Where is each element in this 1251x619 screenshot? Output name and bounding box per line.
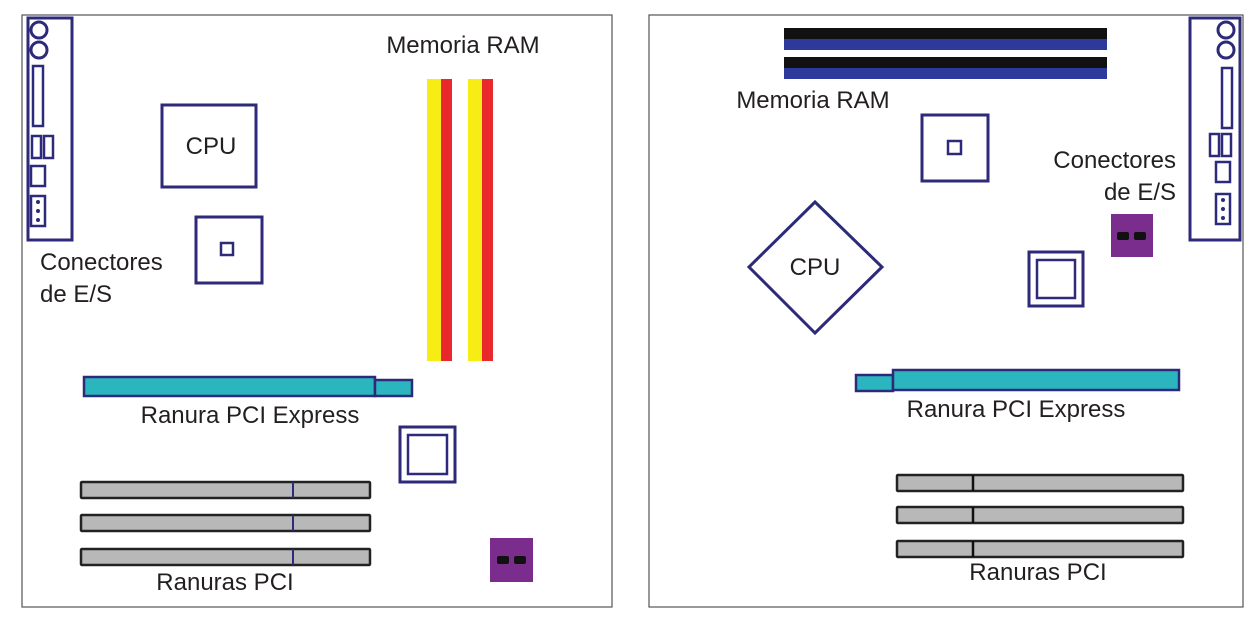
right-ram-slots — [784, 28, 1107, 79]
left-pci-slot-3 — [79, 547, 372, 567]
left-io-audio-jack-top — [29, 20, 49, 40]
left-ram-slots — [427, 79, 493, 361]
right-pci-slot-3 — [895, 539, 1185, 559]
left-power-pin-2 — [514, 556, 526, 564]
left-pcie-slot-short — [373, 378, 414, 398]
left-cpu-socket — [160, 103, 258, 189]
right-panel: Memoria RAM Conectores de E/S CPU — [648, 14, 1244, 608]
right-io-audio-jack-bottom — [1216, 40, 1236, 60]
right-pci-slot-1 — [895, 473, 1185, 493]
left-io-label-line2: de E/S — [40, 281, 112, 308]
left-pcie-label: Ranura PCI Express — [141, 402, 360, 429]
right-cpu-label: CPU — [790, 254, 841, 281]
left-io-audio-dot-3 — [36, 218, 40, 222]
right-io-label-line1: Conectores — [1053, 147, 1176, 174]
right-io-audio-dot-1 — [1221, 198, 1225, 202]
left-board-outline — [21, 14, 613, 608]
right-io-panel — [1188, 16, 1242, 242]
right-io-audio-jack-top — [1216, 20, 1236, 40]
left-io-serial-port — [31, 64, 45, 128]
left-io-audio-dot-1 — [36, 200, 40, 204]
right-pcie-slot-long — [891, 368, 1181, 392]
left-io-audio-jack-bottom — [29, 40, 49, 60]
left-power-pin-1 — [497, 556, 509, 564]
right-io-usb-a — [1208, 132, 1221, 158]
left-pci-slots — [79, 480, 372, 567]
right-ram-slot-1-black — [784, 28, 1107, 39]
left-ram-slot-1-red — [441, 79, 452, 361]
left-cpu-label: CPU — [186, 133, 237, 160]
right-chipset-inner — [946, 139, 963, 156]
left-io-label-line1: Conectores — [40, 249, 163, 276]
right-power-pin-2 — [1134, 232, 1146, 240]
right-io-serial-port — [1220, 66, 1234, 130]
left-power-connector — [490, 538, 533, 582]
left-io-panel — [26, 16, 74, 242]
left-ram-slot-2-red — [482, 79, 493, 361]
right-cpu-socket — [746, 199, 885, 336]
left-panel: CPU Conectores de E/S Memoria RAM Ranura… — [21, 14, 613, 608]
right-power-pin-1 — [1117, 232, 1129, 240]
right-ram-slot-2-black — [784, 57, 1107, 68]
right-pci-label: Ranuras PCI — [969, 559, 1106, 586]
left-pci-slot-1 — [79, 480, 372, 500]
right-pci-slot-2 — [895, 505, 1185, 525]
right-pci-slots — [895, 473, 1185, 559]
right-ram-slot-1-blue — [784, 39, 1107, 50]
right-io-lan-port — [1214, 160, 1232, 184]
left-io-usb-b — [42, 134, 55, 160]
right-pcie-label: Ranura PCI Express — [907, 396, 1126, 423]
right-io-audio-dot-3 — [1221, 216, 1225, 220]
right-ram-label: Memoria RAM — [736, 87, 889, 114]
left-bridge-chip-inner — [406, 433, 449, 476]
right-ram-slot-2-blue — [784, 68, 1107, 79]
right-io-audio-dot-2 — [1221, 207, 1225, 211]
left-ram-slot-1-yellow — [427, 79, 441, 361]
left-pcie-slot-long — [82, 375, 377, 398]
right-io-label-line2: de E/S — [1104, 179, 1176, 206]
left-io-lan-port — [29, 164, 47, 188]
right-bridge-chip-inner — [1035, 258, 1077, 300]
right-io-usb-b — [1220, 132, 1233, 158]
left-io-usb-a — [30, 134, 43, 160]
left-ram-slot-2-yellow — [468, 79, 482, 361]
left-chipset-inner — [219, 241, 235, 257]
left-pci-label: Ranuras PCI — [156, 569, 293, 596]
left-pci-slot-2 — [79, 513, 372, 533]
right-pcie-slot-short — [854, 373, 895, 393]
left-io-audio-dot-2 — [36, 209, 40, 213]
left-ram-label: Memoria RAM — [386, 32, 539, 59]
